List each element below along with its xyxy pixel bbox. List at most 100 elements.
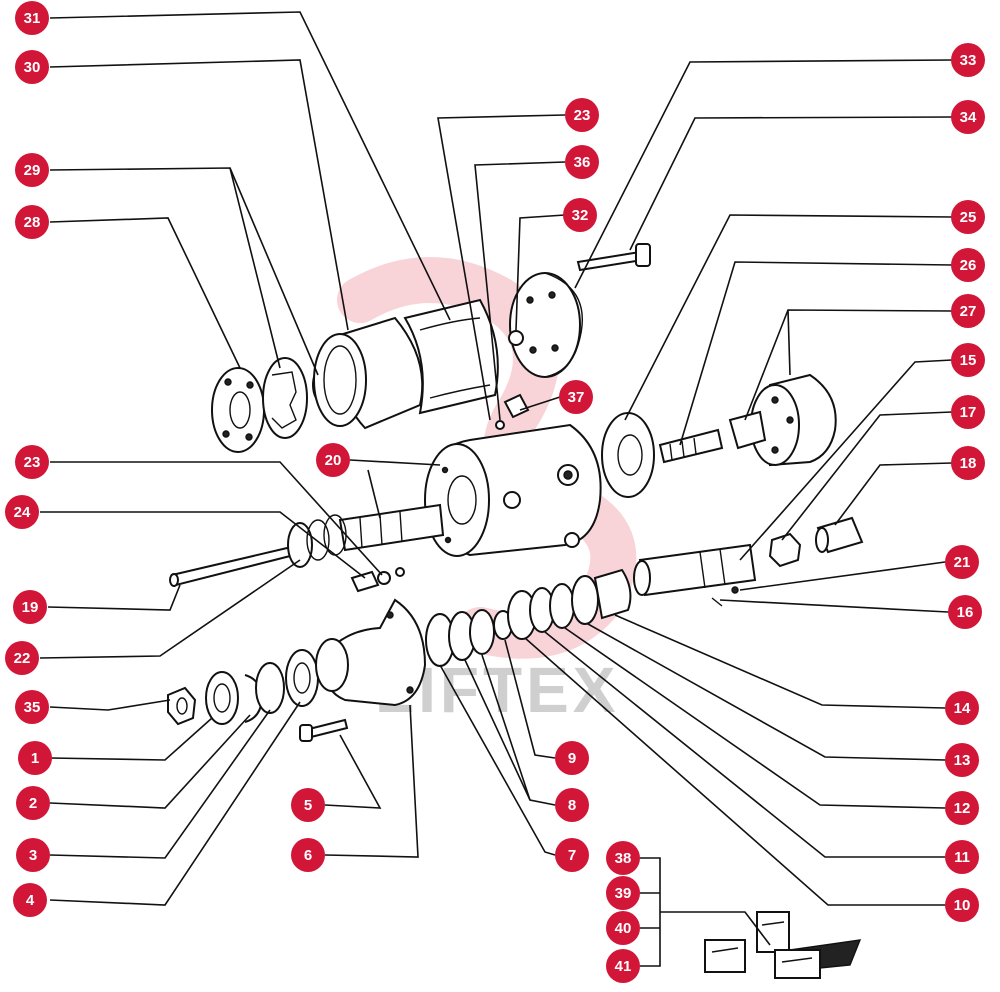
- part-end-cap: [508, 272, 583, 378]
- leader-31: [49, 11, 451, 321]
- leader-13: [587, 623, 946, 761]
- leader-5: [324, 734, 382, 809]
- leader-2: [49, 714, 251, 809]
- callout-37: 37: [559, 380, 593, 414]
- part-spring-set: [287, 514, 405, 593]
- callout-12: 12: [945, 791, 979, 825]
- svg-text:23: 23: [574, 107, 591, 124]
- leader-8b: [481, 654, 531, 801]
- part-hex-nut-right: [768, 532, 802, 568]
- callout-badges: 31 30 29 28 23 36 32 37 33 34 25 26 27 1…: [5, 1, 985, 983]
- leader-21: [739, 561, 946, 591]
- leader-36: [474, 161, 566, 421]
- leader-25: [624, 214, 953, 421]
- part-spline-shaft: [658, 428, 724, 464]
- leader-23b: [50, 461, 383, 576]
- leader-12: [564, 627, 946, 809]
- svg-text:24: 24: [14, 504, 31, 521]
- callout-17: 17: [951, 395, 985, 429]
- leader-16: [719, 599, 949, 613]
- callout-8: 8: [555, 788, 589, 822]
- leader-1: [49, 717, 213, 761]
- svg-text:31: 31: [24, 10, 41, 27]
- svg-text:9: 9: [568, 750, 576, 767]
- leader-9: [504, 639, 556, 759]
- part-end-housing: [728, 373, 837, 467]
- svg-text:26: 26: [960, 257, 977, 274]
- leader-37: [519, 396, 561, 411]
- callout-11: 11: [945, 840, 979, 874]
- leader-19: [47, 584, 181, 611]
- svg-text:36: 36: [574, 154, 591, 171]
- part-ring-3: [255, 662, 285, 714]
- callout-15: 15: [951, 343, 985, 377]
- leader-17: [781, 411, 953, 541]
- svg-text:21: 21: [954, 554, 971, 571]
- leader-38: [640, 857, 661, 967]
- part-main-housing: [424, 423, 602, 557]
- leader-10: [524, 637, 945, 906]
- callout-7: 7: [555, 838, 589, 872]
- part-front-flange: [315, 598, 427, 707]
- callout-20: 20: [316, 443, 350, 477]
- svg-text:25: 25: [960, 209, 977, 226]
- callout-41: 41: [606, 949, 640, 983]
- parts-drawing: [167, 243, 864, 979]
- svg-text:30: 30: [24, 59, 41, 76]
- callout-38: 38: [606, 841, 640, 875]
- part-washer-1: [205, 671, 239, 725]
- svg-text:35: 35: [24, 699, 41, 716]
- leader-30: [49, 59, 349, 331]
- svg-text:6: 6: [304, 847, 312, 864]
- svg-text:7: 7: [568, 847, 576, 864]
- callout-1: 1: [18, 741, 52, 775]
- leader-3: [49, 709, 271, 859]
- leader-32: [515, 214, 566, 331]
- svg-text:3: 3: [29, 847, 37, 864]
- leader-29b: [229, 167, 319, 376]
- part-sleeve: [815, 516, 864, 554]
- svg-text:16: 16: [957, 604, 974, 621]
- callout-29: 29: [15, 153, 49, 187]
- callout-10: 10: [945, 888, 979, 922]
- callout-5: 5: [291, 788, 325, 822]
- leader-kit: [660, 911, 771, 946]
- callout-4: 4: [13, 883, 47, 917]
- leader-26: [679, 261, 953, 446]
- svg-text:22: 22: [14, 650, 31, 667]
- callout-27: 27: [951, 294, 985, 328]
- svg-text:11: 11: [954, 849, 970, 866]
- part-flange-plate: [211, 367, 265, 453]
- leader-28: [49, 217, 241, 369]
- leader-35: [49, 699, 171, 711]
- leader-33: [574, 59, 953, 289]
- callout-22: 22: [5, 641, 39, 675]
- callout-24: 24: [5, 495, 39, 529]
- svg-text:27: 27: [960, 303, 977, 320]
- svg-text:13: 13: [954, 752, 971, 769]
- part-drive-shaft: [633, 543, 757, 597]
- leader-23a: [437, 114, 566, 421]
- callout-35: 35: [15, 690, 49, 724]
- svg-text:12: 12: [954, 800, 971, 817]
- leader-18: [834, 462, 953, 526]
- part-long-bolt: [576, 243, 651, 272]
- svg-text:33: 33: [960, 52, 977, 69]
- leader-24: [40, 511, 366, 579]
- callout-25: 25: [951, 200, 985, 234]
- part-bearing: [285, 649, 319, 707]
- part-seal-rings: [425, 609, 513, 667]
- callout-9: 9: [555, 741, 589, 775]
- leader-20: [349, 459, 441, 466]
- callout-14: 14: [945, 691, 979, 725]
- part-small-pin: [711, 586, 739, 607]
- leader-7: [439, 664, 556, 856]
- svg-text:28: 28: [24, 214, 41, 231]
- leader-15: [739, 359, 953, 561]
- svg-text:37: 37: [568, 389, 585, 406]
- callout-34: 34: [951, 100, 985, 134]
- part-gear-shaft: [338, 503, 445, 552]
- svg-text:15: 15: [960, 352, 977, 369]
- callout-21: 21: [945, 545, 979, 579]
